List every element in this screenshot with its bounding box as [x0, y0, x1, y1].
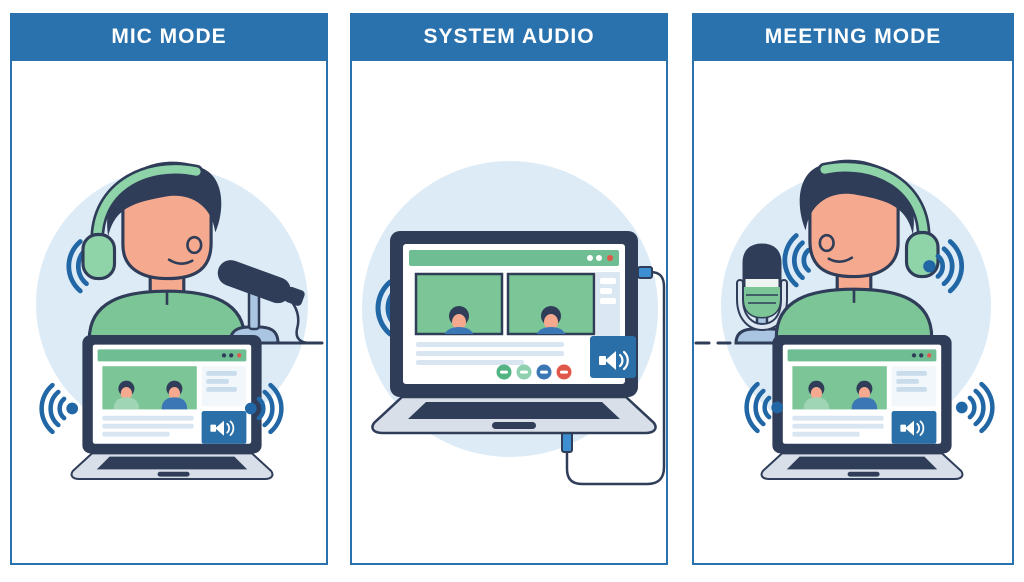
panel-title: SYSTEM AUDIO [423, 25, 595, 48]
meeting-mode-scene [694, 61, 1012, 563]
laptop-video-call-icon [72, 335, 273, 479]
panel-mic-mode: MIC MODE [10, 13, 328, 565]
laptop-video-call-icon [371, 231, 666, 486]
laptop-video-call-icon [762, 335, 963, 479]
panel-title: MEETING MODE [764, 25, 942, 48]
panel-header: MEETING MODE [692, 13, 1014, 61]
audio-cable-icon [561, 266, 666, 486]
panel-header: SYSTEM AUDIO [350, 13, 668, 61]
system-audio-scene [362, 161, 666, 486]
meeting-mode-illustration [694, 61, 1012, 563]
system-audio-illustration [352, 61, 666, 563]
panel-title: MIC MODE [111, 25, 227, 48]
call-buttons-icon [496, 364, 572, 380]
panel-header: MIC MODE [10, 13, 328, 61]
mic-mode-scene [36, 61, 324, 563]
sound-wave-icon [956, 384, 992, 431]
panel-meeting-mode: MEETING MODE [692, 13, 1014, 565]
mic-mode-illustration [12, 61, 326, 563]
panel-system-audio: SYSTEM AUDIO [350, 13, 668, 565]
